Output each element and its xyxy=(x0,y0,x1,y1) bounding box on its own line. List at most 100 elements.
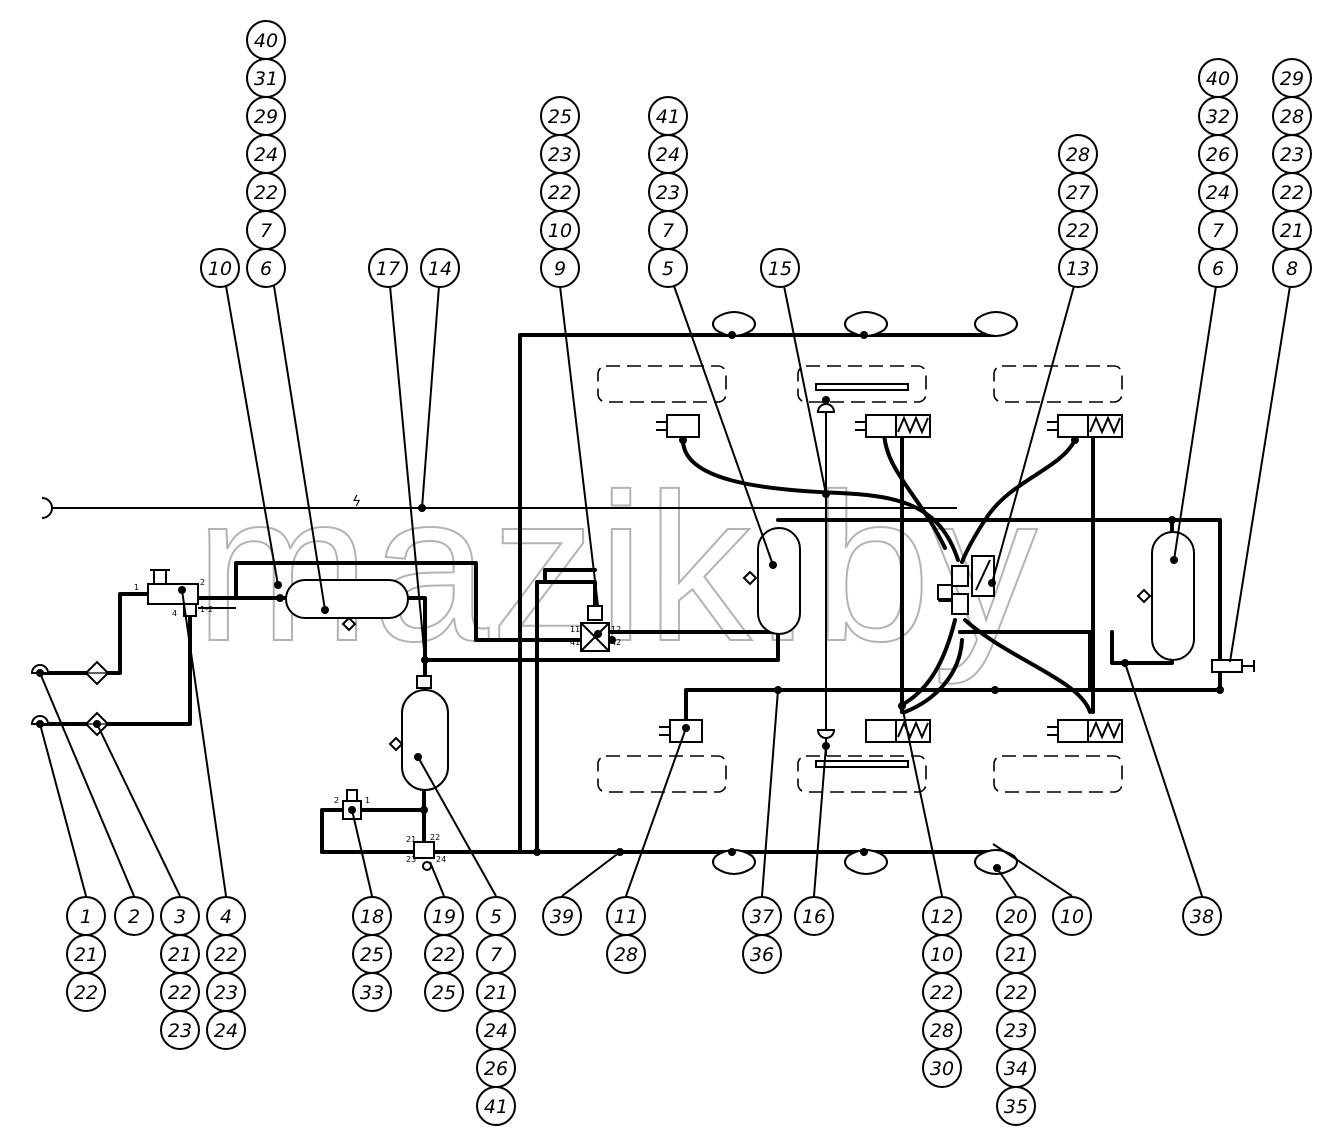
callout-number: 10 xyxy=(548,220,572,242)
callout-stack-s-2: 2 xyxy=(114,896,154,936)
svg-text:41: 41 xyxy=(570,638,580,647)
callout-number: 28 xyxy=(1280,106,1304,128)
callout-number: 24 xyxy=(1206,182,1230,204)
callout-number: 22 xyxy=(432,944,456,966)
callout-number: 24 xyxy=(214,1020,238,1042)
components: 1 2 4 1-2 11 41 12 42 xyxy=(30,403,1255,871)
callout-circle xyxy=(206,1010,246,1050)
callout-number: 27 xyxy=(1066,182,1090,204)
callout-number: 31 xyxy=(254,68,278,90)
callout-number: 20 xyxy=(1004,906,1028,928)
callout-number: 34 xyxy=(1004,1058,1028,1080)
callout-number: 39 xyxy=(550,906,574,928)
callout-stack-s-17: 17 xyxy=(368,248,408,288)
callout-number: 28 xyxy=(1066,144,1090,166)
callout-circle xyxy=(648,248,688,288)
callout-circle xyxy=(352,972,392,1012)
callout-number: 22 xyxy=(1004,982,1028,1004)
callout-number: 17 xyxy=(376,258,400,280)
callout-number: 23 xyxy=(214,982,238,1004)
callout-stack-s-15: 15 xyxy=(760,248,800,288)
callout-stack-s-16: 16 xyxy=(794,896,834,936)
callout-number: 11 xyxy=(614,906,638,928)
callout-number: 8 xyxy=(1286,258,1298,280)
callout-number: 2 xyxy=(128,906,140,928)
callout-number: 23 xyxy=(168,1020,192,1042)
callout-number: 24 xyxy=(656,144,680,166)
callout-circle xyxy=(1182,896,1222,936)
reservoir-center xyxy=(757,527,801,635)
svg-text:11: 11 xyxy=(570,625,580,634)
callout-circle xyxy=(246,248,286,288)
callout-circle xyxy=(760,248,800,288)
callout-number: 32 xyxy=(1206,106,1230,128)
callout-stack-s-10a: 10 xyxy=(200,248,240,288)
callout-circle xyxy=(1198,248,1238,288)
pipelines xyxy=(38,333,1222,854)
callout-circle xyxy=(1272,248,1312,288)
callout-circle xyxy=(424,972,464,1012)
svg-text:1: 1 xyxy=(134,583,139,592)
callout-circle xyxy=(922,1048,962,1088)
callout-number: 23 xyxy=(1280,144,1304,166)
callout-number: 9 xyxy=(554,258,566,280)
callout-circle xyxy=(66,972,106,1012)
callout-number: 41 xyxy=(484,1096,508,1118)
callout-circle xyxy=(996,1086,1036,1126)
callout-number: 21 xyxy=(168,944,192,966)
control-lines xyxy=(41,398,957,756)
callout-number: 40 xyxy=(1206,68,1230,90)
callout-number: 22 xyxy=(74,982,98,1004)
callout-number: 22 xyxy=(1280,182,1304,204)
wheels xyxy=(597,365,1123,793)
callout-number: 37 xyxy=(750,906,774,928)
callout-number: 35 xyxy=(1004,1096,1028,1118)
callout-stack-s-39: 39 xyxy=(542,896,582,936)
callout-number: 5 xyxy=(490,906,502,928)
callout-circle xyxy=(368,248,408,288)
callout-number: 29 xyxy=(1280,68,1304,90)
callout-stack-s-14: 14 xyxy=(420,248,460,288)
leader-lines xyxy=(39,285,1291,897)
callout-number: 5 xyxy=(662,258,674,280)
callout-number: 30 xyxy=(930,1058,954,1080)
callout-circle xyxy=(540,248,580,288)
callout-number: 25 xyxy=(432,982,456,1004)
svg-text:24: 24 xyxy=(436,855,446,864)
svg-text:2: 2 xyxy=(200,578,205,587)
svg-text:4: 4 xyxy=(172,609,177,618)
callout-number: 16 xyxy=(802,906,826,928)
watermark: mazik.by xyxy=(195,450,1040,685)
callout-number: 10 xyxy=(208,258,232,280)
svg-text:1-2: 1-2 xyxy=(200,605,213,614)
callout-number: 4 xyxy=(220,906,232,928)
callout-circle xyxy=(606,934,646,974)
lightning-icon: ϟ xyxy=(352,494,361,510)
callout-number: 41 xyxy=(656,106,680,128)
callout-circle xyxy=(114,896,154,936)
callout-number: 12 xyxy=(930,906,954,928)
callout-number: 26 xyxy=(484,1058,508,1080)
callout-number: 15 xyxy=(768,258,792,280)
svg-text:42: 42 xyxy=(611,638,621,647)
callout-number: 18 xyxy=(360,906,384,928)
callout-number: 6 xyxy=(260,258,272,280)
callout-number: 1 xyxy=(80,906,92,928)
callout-number: 36 xyxy=(750,944,774,966)
air-bellows xyxy=(712,311,1018,875)
callout-number: 7 xyxy=(1212,220,1224,242)
callout-circle xyxy=(420,248,460,288)
callout-circle xyxy=(794,896,834,936)
callout-stack-s-37: 37 36 xyxy=(742,896,782,974)
svg-text:21: 21 xyxy=(406,835,416,844)
